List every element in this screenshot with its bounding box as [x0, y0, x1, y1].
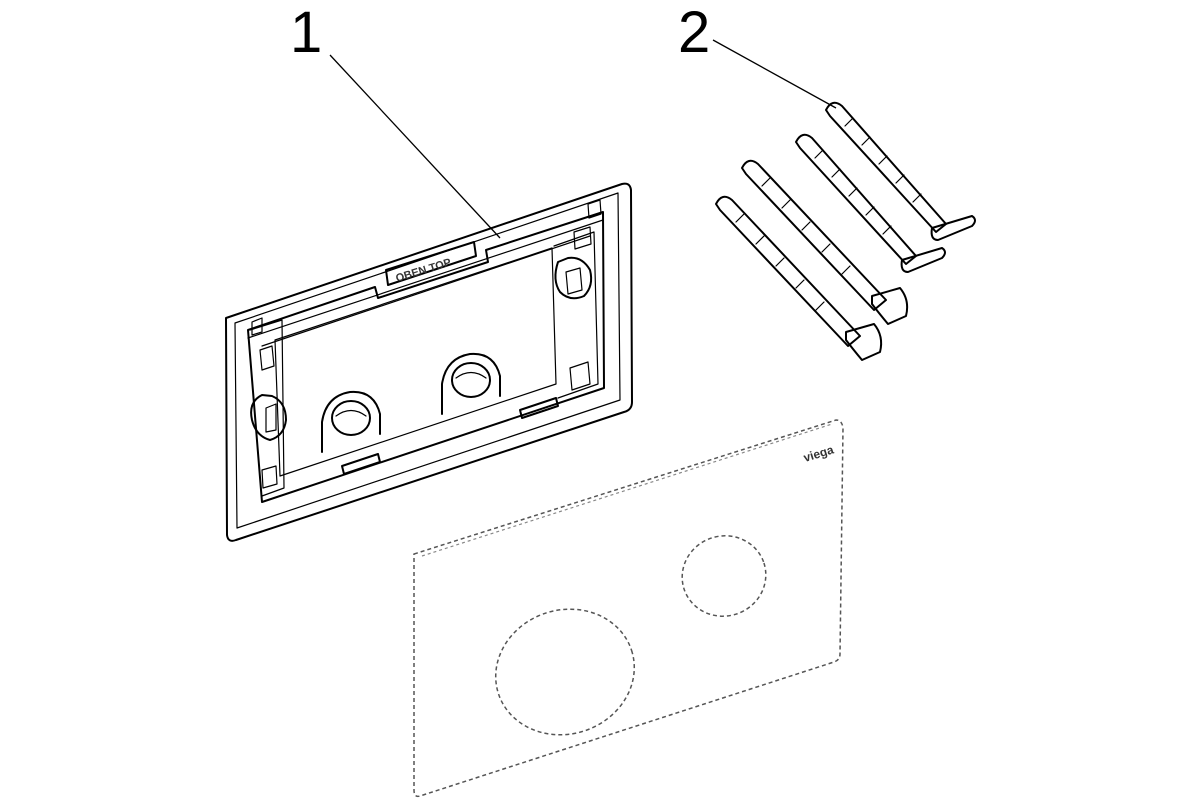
callout-1-label: 1 — [290, 0, 322, 65]
brand-logo-text: viega — [802, 442, 836, 464]
left-clip — [250, 394, 287, 441]
flush-button-large — [494, 608, 636, 736]
oben-top-tab — [385, 241, 477, 286]
threaded-rod-3 — [741, 159, 909, 325]
actuator-holder-left — [321, 390, 381, 453]
threaded-rod-4 — [715, 195, 883, 361]
callout-2-leader — [712, 39, 837, 109]
threaded-rod-1 — [825, 101, 976, 241]
actuator-holder-right — [441, 352, 501, 415]
callout-2-label: 2 — [678, 0, 710, 65]
flush-button-small — [681, 535, 767, 617]
threaded-rod-2 — [795, 133, 946, 273]
callout-1-leader — [329, 54, 501, 239]
mounting-frame: OBEN TOP — [225, 182, 633, 542]
frame-imprint-text: OBEN TOP — [394, 257, 452, 285]
right-clip — [554, 256, 593, 300]
flush-plate-outline: viega — [413, 419, 844, 798]
threaded-rods — [715, 101, 976, 361]
